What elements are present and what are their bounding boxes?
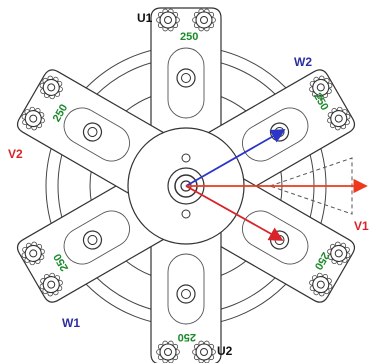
arm-u2 (150, 226, 222, 363)
label-v2: V2 (8, 147, 23, 161)
label-u2: U2 (217, 344, 233, 358)
coil-arms (16, 7, 356, 363)
label-w1: W1 (62, 316, 80, 330)
w2-vector-arrow (185, 129, 286, 187)
dim-250-top: 250 (180, 31, 198, 43)
label-u1: U1 (137, 11, 153, 25)
dim-250-bottom: 250 (178, 331, 196, 343)
label-v1: V1 (354, 219, 369, 233)
arm-v2 (16, 69, 170, 197)
arm-w1 (16, 175, 170, 303)
resultant-vector-arrow (185, 185, 284, 241)
arm-u1 (150, 7, 222, 146)
label-w2: W2 (294, 55, 312, 69)
